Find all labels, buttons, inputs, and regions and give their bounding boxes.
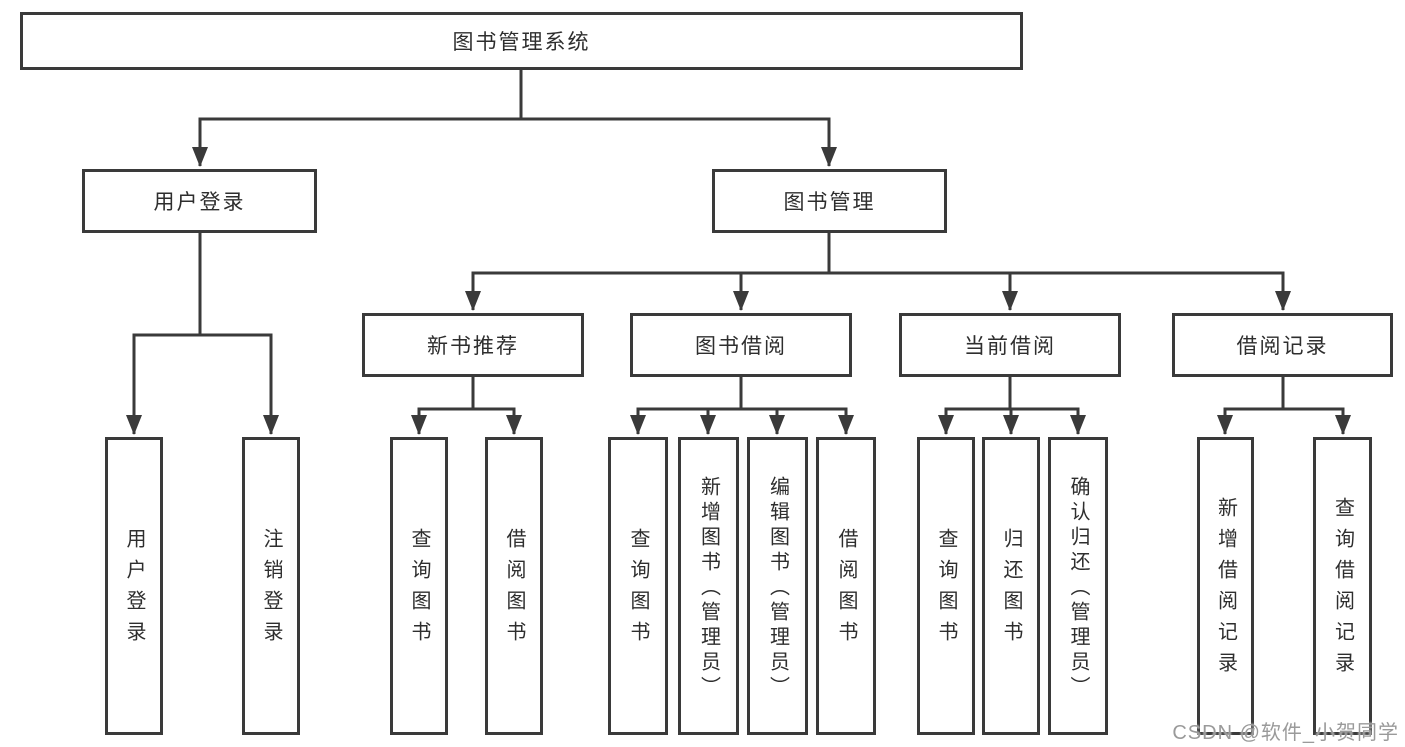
leaf-user-login: 用户登录 xyxy=(105,437,163,735)
leaf-query-books-recommend: 查询图书 xyxy=(390,437,448,735)
leaf-return-books: 归还图书 xyxy=(982,437,1040,735)
leaf-borrow-books-borrow: 借阅图书 xyxy=(816,437,876,735)
node-book-borrow: 图书借阅 xyxy=(630,313,852,377)
node-book-management: 图书管理 xyxy=(712,169,947,233)
leaf-confirm-return-admin: 确认归还（管理员） xyxy=(1048,437,1108,735)
csdn-watermark: CSDN @软件_小贺同学 xyxy=(1172,722,1399,744)
leaf-query-books-current: 查询图书 xyxy=(917,437,975,735)
node-library-management-system: 图书管理系统 xyxy=(20,12,1023,70)
leaf-logout-login: 注销登录 xyxy=(242,437,300,735)
node-current-borrow: 当前借阅 xyxy=(899,313,1121,377)
leaf-query-borrow-record: 查询借阅记录 xyxy=(1313,437,1372,735)
leaf-add-borrow-record: 新增借阅记录 xyxy=(1197,437,1254,735)
leaf-query-books-borrow: 查询图书 xyxy=(608,437,668,735)
leaf-borrow-books-recommend: 借阅图书 xyxy=(485,437,543,735)
node-new-book-recommend: 新书推荐 xyxy=(362,313,584,377)
leaf-add-books-admin: 新增图书（管理员） xyxy=(678,437,739,735)
leaf-edit-books-admin: 编辑图书（管理员） xyxy=(747,437,808,735)
node-borrow-records: 借阅记录 xyxy=(1172,313,1393,377)
node-user-login: 用户登录 xyxy=(82,169,317,233)
